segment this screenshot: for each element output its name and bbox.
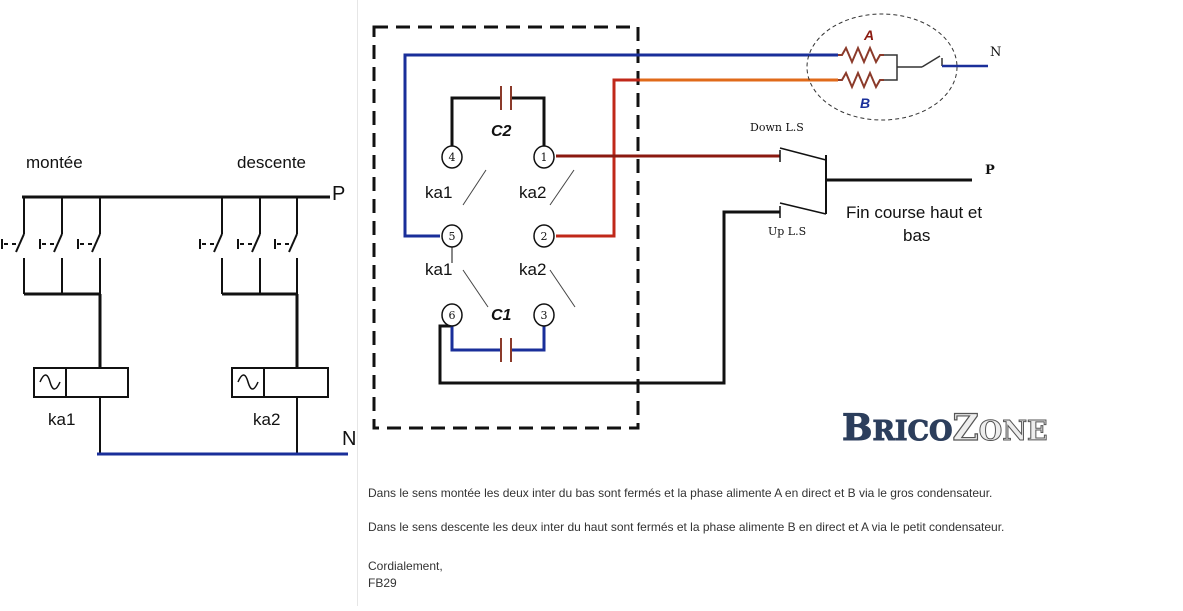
bricozone-logo: BRICOZONE	[842, 406, 1049, 449]
down-ls-contact	[779, 147, 827, 161]
winding-b-label: B	[860, 95, 870, 111]
column-divider	[357, 0, 358, 606]
ka2-lower-label: ka2	[519, 260, 546, 279]
relay1-label: ka1	[48, 410, 75, 429]
winding-b-wire	[556, 78, 838, 238]
terminal-2: 2	[533, 224, 555, 248]
winding-b-resistor	[838, 70, 884, 90]
c2-label: C2	[491, 123, 512, 140]
power-circuit: C2 C1 ka1 ka2 ka1 ka2 4 1	[372, 13, 1001, 430]
phase-label-right: P	[985, 163, 995, 178]
ka1-lower-label: ka1	[425, 260, 452, 279]
winding-a-wire	[403, 53, 838, 238]
terminal-5: 5	[441, 224, 463, 248]
message-line-2: Dans le sens descente les deux inter du …	[368, 520, 1005, 534]
terminal-4: 4	[441, 145, 463, 169]
winding-a-resistor	[838, 45, 884, 65]
relay2-label: ka2	[253, 410, 280, 429]
ka2-upper-label: ka2	[519, 183, 546, 202]
sine-icon	[39, 374, 61, 390]
relay-coil-ka2	[231, 367, 329, 454]
neutral-label-right: N	[990, 45, 1001, 60]
limit-switch-caption-line2: bas	[903, 226, 930, 245]
svg-text:5: 5	[449, 230, 456, 243]
thermal-switch	[921, 55, 941, 68]
message-closing: Cordialement,	[368, 559, 443, 573]
sine-icon	[237, 374, 259, 390]
relay-box-outline	[372, 25, 640, 430]
svg-text:2: 2	[541, 230, 548, 243]
limit-switch-caption-line1: Fin course haut et	[846, 203, 982, 222]
winding-a-label: A	[863, 27, 874, 43]
limit-switches	[779, 147, 972, 218]
terminal-6: 6	[441, 303, 463, 327]
up-ls-label: Up L.S	[768, 225, 806, 238]
montee-switch-group	[1, 197, 102, 368]
down-ls-label: Down L.S	[750, 121, 804, 134]
motor: A B N	[806, 13, 1001, 121]
message-line-1: Dans le sens montée les deux inter du ba…	[368, 486, 993, 500]
up-ls-contact	[779, 202, 827, 215]
svg-text:6: 6	[449, 309, 456, 322]
phase-label-left: P	[332, 183, 345, 205]
label-descente: descente	[237, 153, 306, 172]
relay-coil-ka1	[33, 367, 129, 454]
capacitor-c1: C1	[450, 307, 546, 362]
control-circuit: montée descente P	[1, 153, 356, 456]
motor-outline	[806, 13, 958, 121]
label-montee: montée	[26, 153, 83, 172]
capacitor-c2: C2	[450, 86, 546, 148]
neutral-label-left: N	[342, 428, 356, 450]
logo-text: BRICOZONE	[842, 407, 1048, 449]
up-ls-wire	[438, 210, 780, 385]
descente-switch-group	[199, 197, 299, 368]
message-signature: FB29	[368, 576, 397, 590]
c1-label: C1	[491, 307, 512, 324]
svg-text:3: 3	[541, 309, 548, 322]
relay-contact-arms	[462, 169, 576, 308]
svg-text:1: 1	[541, 151, 548, 164]
terminal-1: 1	[533, 145, 555, 169]
svg-text:4: 4	[449, 151, 456, 164]
ka1-upper-label: ka1	[425, 183, 452, 202]
terminal-3: 3	[533, 303, 555, 327]
